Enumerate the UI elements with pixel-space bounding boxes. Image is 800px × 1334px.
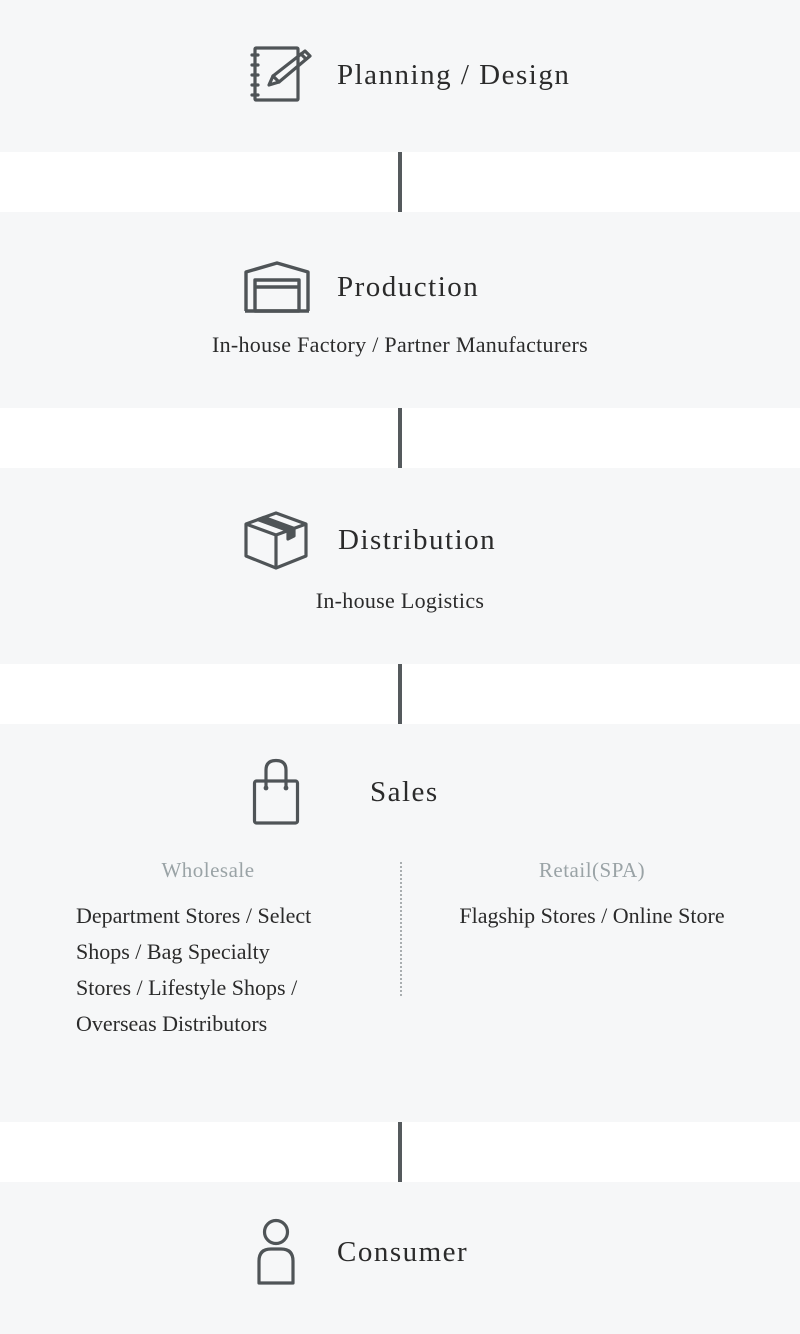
step-title: Sales bbox=[370, 775, 439, 808]
step-title: Planning / Design bbox=[337, 58, 571, 91]
step-subtitle: In-house Factory / Partner Manufacturers bbox=[211, 332, 589, 357]
step-header: Production bbox=[243, 260, 479, 314]
column-divider bbox=[400, 862, 402, 996]
flow-connector bbox=[398, 1122, 402, 1182]
step-consumer: Consumer bbox=[0, 1182, 800, 1334]
step-distribution: Distribution In-house Logistics bbox=[0, 468, 800, 664]
step-title: Production bbox=[337, 270, 480, 303]
step-title: Consumer bbox=[337, 1235, 469, 1268]
person-icon bbox=[257, 1218, 295, 1285]
wholesale-channels: Department Stores / Select Shops / Bag S… bbox=[76, 903, 312, 1036]
wholesale-heading: Wholesale bbox=[161, 858, 255, 882]
factory-icon bbox=[244, 261, 310, 313]
step-planning-design: Planning / Design bbox=[0, 0, 800, 152]
flow-connector bbox=[398, 408, 402, 468]
retail-heading: Retail(SPA) bbox=[538, 858, 646, 882]
step-header: Distribution bbox=[243, 509, 496, 571]
step-title: Distribution bbox=[338, 523, 497, 556]
step-header: Consumer bbox=[253, 1218, 468, 1286]
flow-connector bbox=[398, 152, 402, 212]
package-box-icon bbox=[244, 511, 308, 570]
shopping-bag-icon bbox=[252, 758, 300, 825]
flow-connector bbox=[398, 664, 402, 724]
step-header: Sales bbox=[252, 758, 439, 826]
step-subtitle: In-house Logistics bbox=[315, 588, 485, 613]
step-header: Planning / Design bbox=[249, 45, 570, 105]
retail-channels: Flagship Stores / Online Store bbox=[459, 903, 725, 928]
notebook-pencil-icon bbox=[250, 46, 312, 102]
step-production: Production In-house Factory / Partner Ma… bbox=[0, 212, 800, 408]
